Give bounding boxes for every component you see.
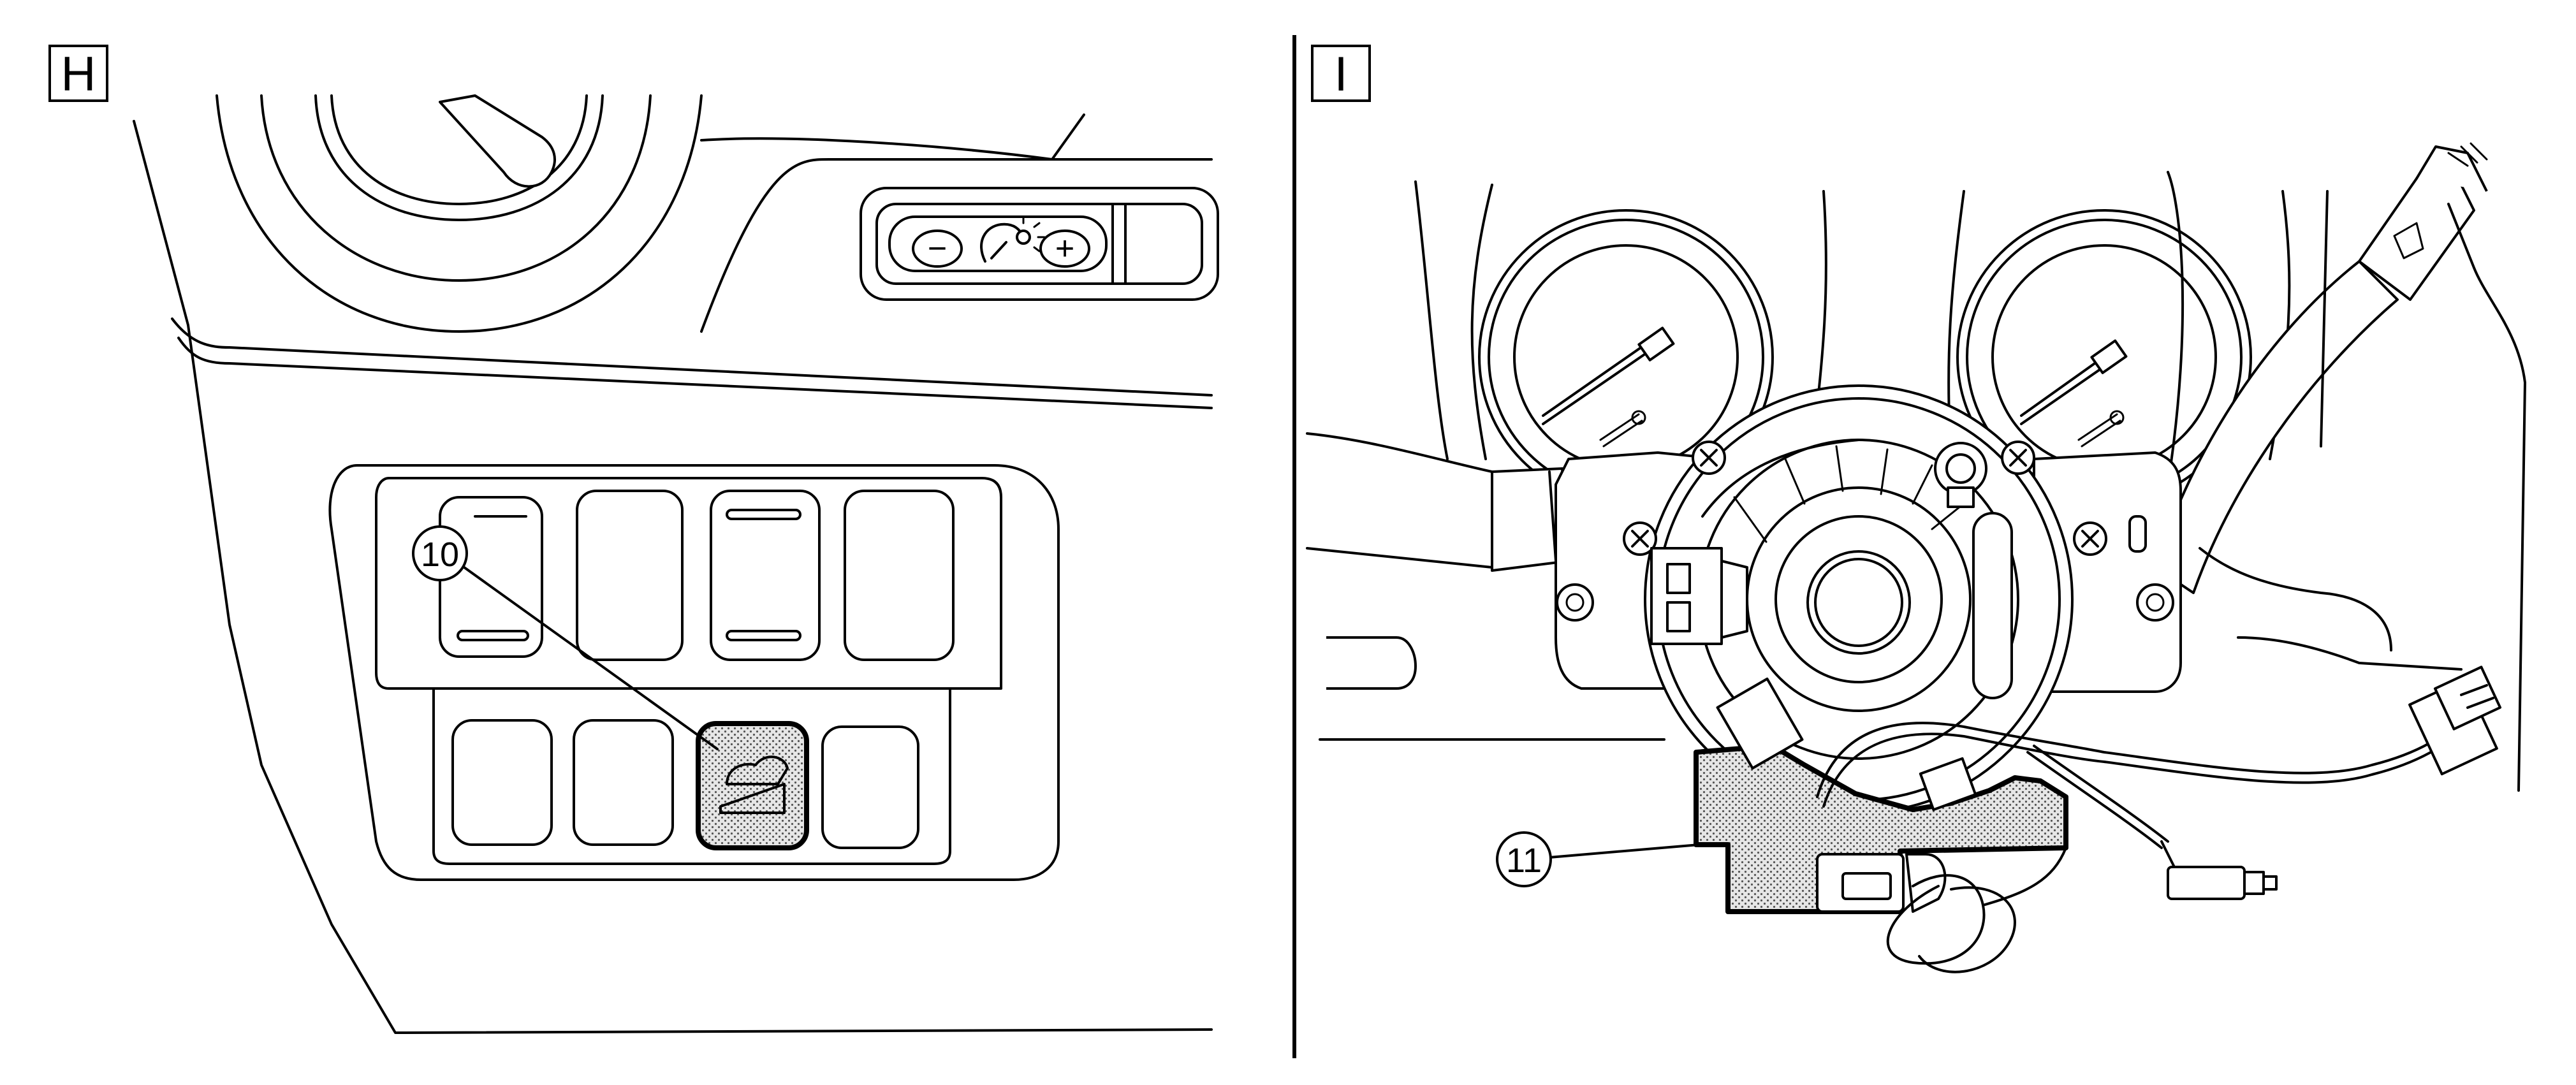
left-lever <box>1306 432 1665 741</box>
highlighted-switch[interactable] <box>696 721 809 850</box>
upper-switch-row <box>439 490 955 661</box>
switch-upper-3[interactable] <box>710 490 821 661</box>
illumination-dimmer-switch: − + <box>860 187 1219 301</box>
harness-connector-right <box>2408 666 2502 776</box>
wiring-harness <box>1816 713 2472 973</box>
screw-icon <box>1692 441 1726 475</box>
screw-icon <box>2073 521 2107 556</box>
switch-upper-1[interactable] <box>439 496 543 658</box>
panel-h-label-box: H <box>48 45 108 102</box>
stud <box>1934 442 1987 508</box>
dashboard-outline <box>133 120 1213 1034</box>
steering-angle-sensor <box>1694 743 2068 914</box>
steering-shroud <box>216 94 1085 333</box>
highlighted-switch-icon <box>719 755 789 814</box>
left-connector <box>1650 547 1748 645</box>
panel-i: I <box>1306 45 2526 973</box>
screw-icon <box>1623 521 1657 556</box>
switch-lower-4[interactable] <box>821 725 919 849</box>
sensor-connector <box>1716 677 1977 812</box>
illumination-dimmer-icon <box>980 215 1046 263</box>
switch-lower-2[interactable] <box>573 719 674 846</box>
screws <box>1623 441 2107 556</box>
switch-upper-2[interactable] <box>576 490 684 661</box>
panel-i-label-box: I <box>1311 45 1371 102</box>
sensor-plug <box>2160 840 2278 900</box>
screw-icon <box>2001 441 2035 475</box>
lower-switch-row <box>451 719 919 850</box>
callout-10-number: 10 <box>421 535 459 574</box>
panel-h: H − <box>48 45 1219 1034</box>
dimmer-minus-symbol: − <box>928 230 947 267</box>
callout-11-number: 11 <box>1506 841 1542 880</box>
dimmer-plus-button[interactable]: + <box>1039 229 1090 268</box>
panel-i-label: I <box>1334 47 1347 101</box>
right-lever <box>2154 142 2526 792</box>
switch-upper-4[interactable] <box>844 490 955 661</box>
panel-h-label: H <box>61 47 96 101</box>
dimmer-minus-button[interactable]: − <box>912 229 963 268</box>
callout-11: 11 <box>1496 831 1701 887</box>
switch-lower-1[interactable] <box>451 719 553 846</box>
callout-10: 10 <box>412 525 719 750</box>
dimmer-plus-symbol: + <box>1055 230 1074 267</box>
